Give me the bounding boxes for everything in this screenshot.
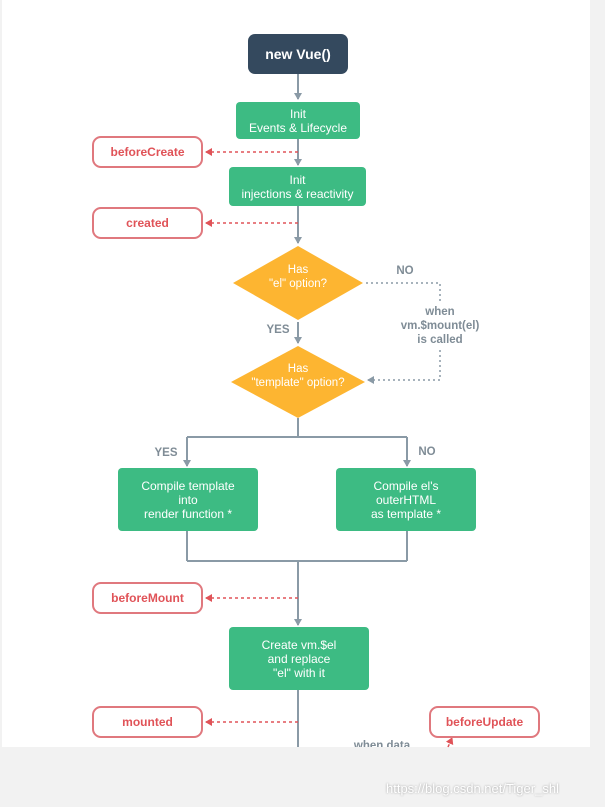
hook-line-before-update (445, 737, 454, 748)
create-el-node: Create vm.$el and replace "el" with it (229, 627, 369, 690)
when-data-label: when data (353, 740, 411, 747)
new-vue-node: new Vue() (248, 34, 348, 74)
decision-has-template (231, 346, 365, 418)
created-hook: created (92, 207, 203, 239)
watermark: https://blog.csdn.net/Tiger_shl (386, 781, 559, 796)
no-el-label: NO (396, 265, 414, 277)
before-create-hook: beforeCreate (92, 136, 203, 168)
before-mount-hook: beforeMount (92, 582, 203, 614)
init-injections-node: Init injections & reactivity (229, 167, 366, 206)
no-template-label: NO (418, 446, 436, 458)
compile-template-node: Compile template into render function * (118, 468, 258, 531)
connector-no-el-mount (366, 282, 441, 303)
mounted-hook: mounted (92, 706, 203, 738)
when-mount-label: when vm.$mount(el) is called (400, 306, 480, 346)
yes-template-label: YES (154, 447, 178, 459)
decision-has-el (233, 246, 363, 320)
has-template-text: Has "template" option? (251, 363, 345, 389)
connector-mount-has-template (367, 350, 441, 384)
init-events-node: Init Events & Lifecycle (236, 102, 360, 139)
yes-el-label: YES (266, 324, 290, 336)
has-el-text: Has "el" option? (268, 264, 328, 290)
before-update-hook: beforeUpdate (429, 706, 540, 738)
compile-el-node: Compile el's outerHTML as template * (336, 468, 476, 531)
